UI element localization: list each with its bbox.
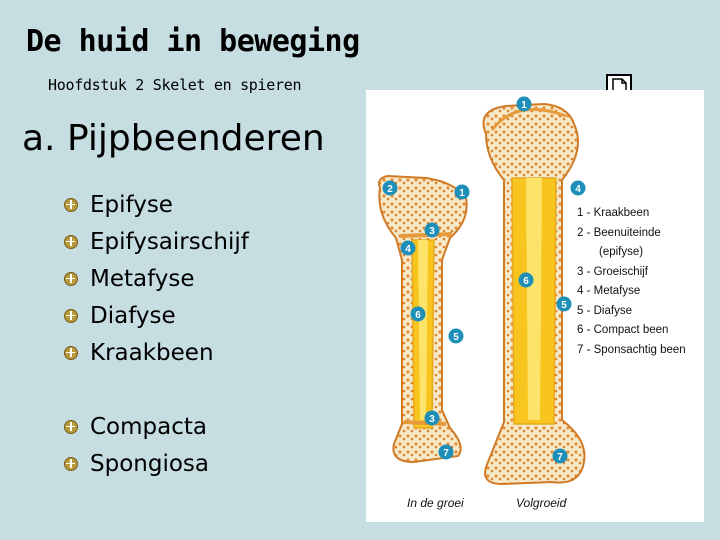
svg-text:7: 7 xyxy=(557,452,563,463)
list-item: Compacta xyxy=(64,408,209,445)
marker-6b xyxy=(410,306,426,322)
caption-grown: Volgroeid xyxy=(516,496,567,510)
marker-2 xyxy=(382,180,398,196)
legend-item: (epifyse) xyxy=(599,246,644,258)
grown-bone xyxy=(482,102,586,486)
figure-markers: 1 2 1 3 4 4 6 5 6 5 3 7 7 xyxy=(382,96,586,464)
list-item: Epifyse xyxy=(64,186,249,223)
marker-3 xyxy=(424,222,440,238)
term-list-two: Compacta Spongiosa xyxy=(64,408,209,482)
slide-subtitle: Hoofdstuk 2 Skelet en spieren xyxy=(48,76,302,94)
svg-text:6: 6 xyxy=(523,276,529,287)
crosshair-bullet-icon xyxy=(64,197,78,212)
legend-item: 7 - Sponsachtig been xyxy=(577,343,686,356)
crosshair-bullet-icon xyxy=(64,456,78,471)
list-item-label: Spongiosa xyxy=(90,450,209,477)
marker-6 xyxy=(518,272,534,288)
list-item-label: Epifyse xyxy=(90,191,173,218)
svg-text:5: 5 xyxy=(561,300,567,311)
term-list-one: Epifyse Epifysairschijf Metafyse Diafyse… xyxy=(64,186,249,371)
legend-item: 2 - Beenuiteinde xyxy=(577,226,661,239)
marker-5 xyxy=(556,296,572,312)
bone-figure-panel: 1 2 1 3 4 4 6 5 6 5 3 7 7 xyxy=(366,90,704,522)
svg-text:2: 2 xyxy=(387,184,393,195)
marker-7b xyxy=(552,448,568,464)
svg-text:3: 3 xyxy=(429,414,435,425)
marker-4b xyxy=(570,180,586,196)
marker-5b xyxy=(448,328,464,344)
crosshair-bullet-icon xyxy=(64,419,78,434)
svg-text:1: 1 xyxy=(521,100,527,111)
svg-text:3: 3 xyxy=(429,226,435,237)
list-item: Epifysairschijf xyxy=(64,223,249,260)
marker-1 xyxy=(516,96,532,112)
crosshair-bullet-icon xyxy=(64,308,78,323)
figure-legend: 1 - Kraakbeen 2 - Beenuiteinde (epifyse)… xyxy=(577,204,686,360)
crosshair-bullet-icon xyxy=(64,345,78,360)
caption-growing: In de groei xyxy=(407,496,464,510)
svg-text:1: 1 xyxy=(459,188,465,199)
legend-item: 1 - Kraakbeen xyxy=(577,207,650,219)
list-item-label: Compacta xyxy=(90,413,207,440)
svg-text:4: 4 xyxy=(575,184,581,195)
bone-illustration: 1 2 1 3 4 4 6 5 6 5 3 7 7 xyxy=(378,96,586,486)
legend-item: 4 - Metafyse xyxy=(577,285,641,297)
svg-text:4: 4 xyxy=(405,244,411,255)
legend-item: 3 - Groeischijf xyxy=(577,265,648,278)
svg-text:7: 7 xyxy=(443,448,449,459)
list-item: Spongiosa xyxy=(64,445,209,482)
crosshair-bullet-icon xyxy=(64,234,78,249)
list-item-label: Kraakbeen xyxy=(90,339,214,366)
legend-item: 6 - Compact been xyxy=(577,324,669,336)
legend-item: 5 - Diafyse xyxy=(577,304,632,317)
slide-title: De huid in beweging xyxy=(26,24,360,59)
svg-text:5: 5 xyxy=(453,332,459,343)
list-item-label: Epifysairschijf xyxy=(90,228,249,255)
marker-3b xyxy=(424,410,440,426)
crosshair-bullet-icon xyxy=(64,271,78,286)
svg-text:6: 6 xyxy=(415,310,421,321)
marker-1b xyxy=(454,184,470,200)
list-item: Kraakbeen xyxy=(64,334,249,371)
marker-4 xyxy=(400,240,416,256)
list-item: Metafyse xyxy=(64,260,249,297)
list-item-label: Diafyse xyxy=(90,302,176,329)
list-item-label: Metafyse xyxy=(90,265,195,292)
list-item: Diafyse xyxy=(64,297,249,334)
marker-7 xyxy=(438,444,454,460)
section-heading: a. Pijpbeenderen xyxy=(22,118,325,159)
